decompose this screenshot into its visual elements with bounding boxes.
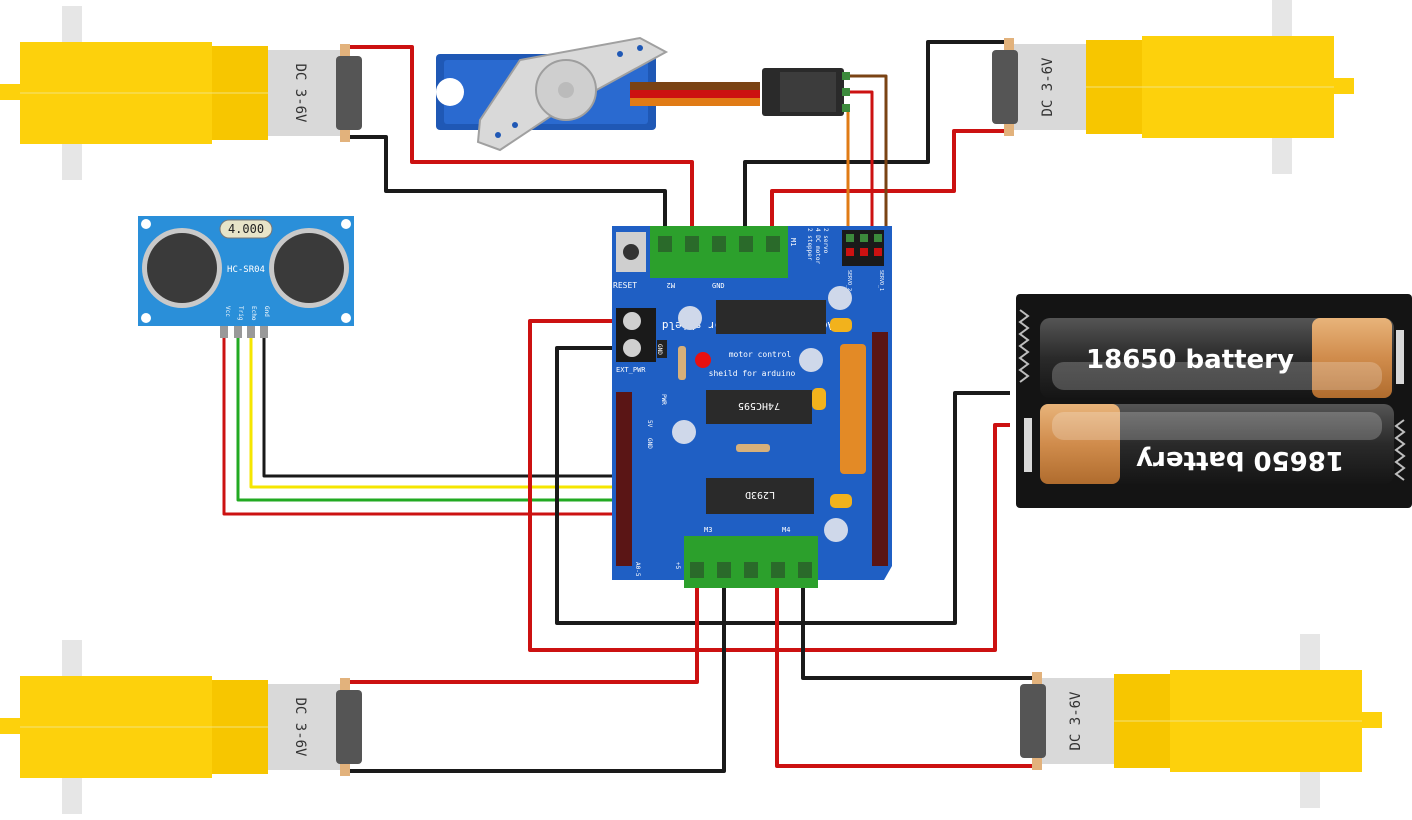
wire-black-battery [555, 346, 1010, 625]
motor-label: DC 3-6V [292, 697, 308, 757]
wire-red-motor-top-right [770, 129, 1005, 243]
reset-label: RESET [613, 281, 637, 290]
wires [222, 40, 1033, 773]
shield-subtitle: motor control [729, 350, 792, 359]
motor-label: DC 3-6V [1068, 691, 1084, 751]
plus5-label: +5 [674, 562, 681, 570]
sensor-display: 4.000 [228, 222, 264, 236]
shield-subtitle2: sheild for arduino [709, 369, 796, 378]
motor-label: DC 3-6V [292, 63, 308, 123]
motor-shield: RESET M1 M2 GND 2 stepper 4 DC motor 2 s… [612, 226, 892, 588]
battery-pack: 18650 battery 18650 battery [1016, 294, 1412, 508]
shield-info-line: 2 stepper [806, 228, 813, 261]
5v-label: 5V [646, 420, 653, 428]
dc-motor-bottom-left: DC 3-6V [0, 640, 362, 814]
ext-pwr-label: EXT_PWR [616, 366, 646, 374]
sensor-model: HC-SR04 [227, 265, 265, 275]
m1-label: M1 [789, 238, 797, 246]
wire-red-battery [528, 319, 1010, 652]
m2-label: M2 [667, 281, 675, 289]
wire-black-motor-bottom-right [801, 568, 1033, 680]
dc-motor-top-left: DC 3-6V [0, 6, 362, 180]
chip-74hc595-label: 74HC595 [738, 400, 780, 411]
battery-label: 18650 battery [1136, 445, 1344, 475]
wire-servo-red [848, 90, 874, 243]
gnd-label-left: GND [646, 438, 653, 449]
wire-red-sensor-vcc [222, 336, 676, 516]
sensor-pin-label: Echo [250, 306, 257, 321]
servo-motor [436, 36, 850, 152]
servo-2-label: SERVO_2 [846, 270, 852, 291]
wire-black-motor-top-right [743, 40, 1005, 243]
m3-label: M3 [704, 526, 712, 534]
chip-l293d-label: L293D [745, 489, 775, 500]
m4-label: M4 [782, 526, 790, 534]
wire-black-sensor-gnd [262, 336, 661, 490]
wire-servo-brown [848, 74, 888, 243]
servo-1-label: SERVO_1 [878, 270, 884, 291]
motor-label: DC 3-6V [1040, 57, 1056, 117]
wire-black-motor-bottom-left [348, 568, 726, 773]
sensor-pin-label: Vcc [224, 306, 231, 317]
gnd-label: GND [712, 282, 725, 290]
dc-motor-bottom-right: DC 3-6V [1020, 634, 1382, 808]
gnd-label-ext: GND [656, 344, 663, 355]
pwr-label: PWR [660, 394, 667, 405]
wire-green-sensor-trig [236, 336, 659, 502]
a05-label: A0-5 [634, 562, 641, 577]
wire-red-motor-top-left [348, 45, 694, 243]
sensor-pin-label: Gnd [263, 306, 270, 317]
sensor-pin-label: Trig [237, 306, 244, 321]
ultrasonic-sensor: 4.000 HC-SR04 Vcc Trig Echo Gnd [138, 216, 354, 338]
shield-info-line: 2 servo [822, 228, 829, 254]
wire-yellow-sensor-echo [249, 336, 645, 489]
shield-info-line: 4 DC motor [814, 228, 821, 265]
battery-label: 18650 battery [1086, 345, 1294, 375]
wire-red-motor-bottom-right [775, 568, 1033, 768]
wire-red-motor-bottom-left [348, 568, 699, 684]
wire-black-motor-top-left [348, 135, 667, 243]
dc-motor-top-right: DC 3-6V [992, 0, 1354, 174]
